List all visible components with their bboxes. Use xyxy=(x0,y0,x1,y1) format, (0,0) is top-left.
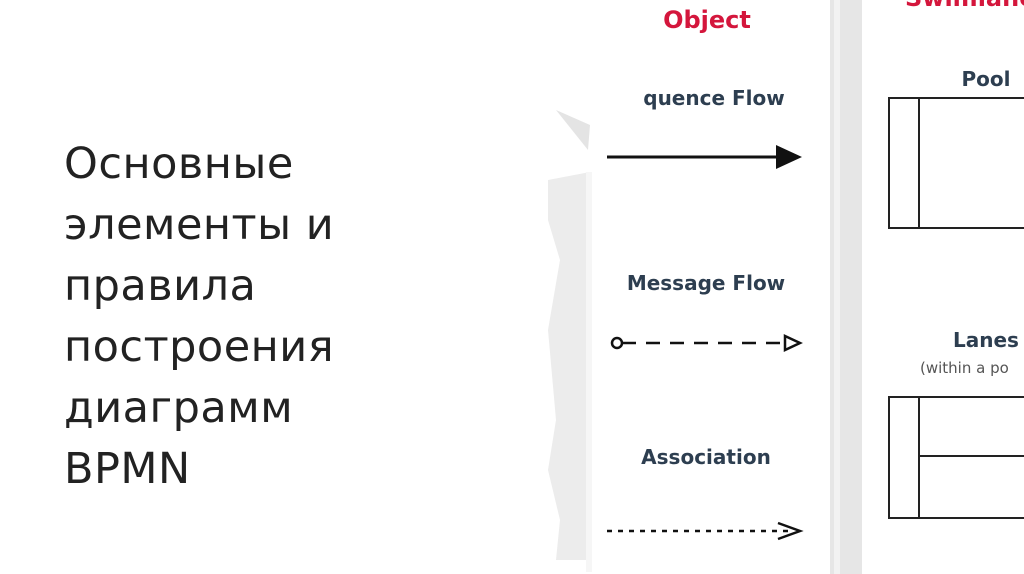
lanes-note: (within a po xyxy=(920,359,1009,377)
torn-edge xyxy=(548,110,592,572)
association-arrow xyxy=(607,521,804,541)
lanes-shape xyxy=(888,396,1024,519)
slide-title: Основные элементы и правила построения д… xyxy=(64,139,335,494)
pool-label: Pool xyxy=(962,67,1011,91)
message-flow-label: Message Flow xyxy=(627,271,785,295)
swimlanes-heading: Swimlanes xyxy=(905,0,1024,12)
pool-shape xyxy=(888,97,1024,229)
lanes-label: Lanes xyxy=(953,328,1019,352)
sequence-flow-arrow xyxy=(607,145,802,169)
association-label: Association xyxy=(641,445,771,469)
connecting-objects-heading: Object xyxy=(663,6,751,34)
sequence-flow-label: quence Flow xyxy=(643,86,784,110)
message-flow-arrow xyxy=(610,334,803,352)
